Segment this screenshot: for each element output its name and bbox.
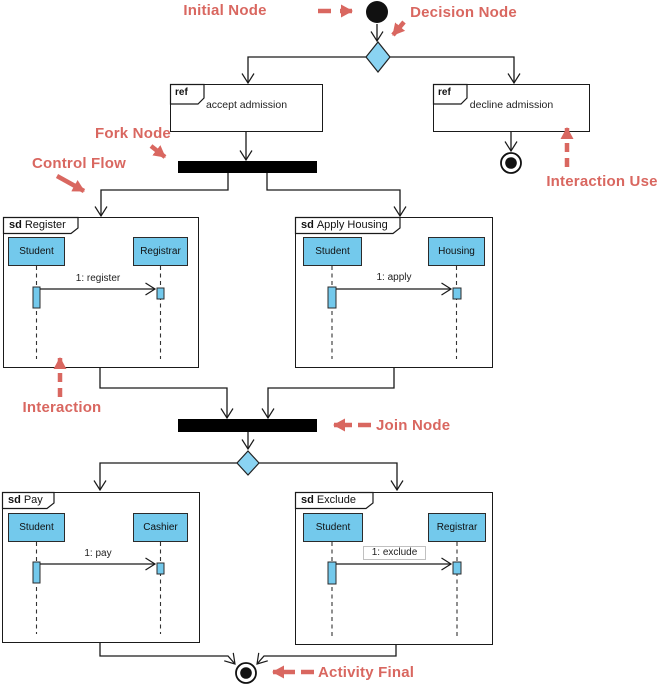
lifeline-register-student: Student (8, 237, 65, 266)
ref-tag-decline: ref (438, 87, 451, 98)
decision-node-annotation-arrow (391, 20, 406, 37)
sd-tag: sd (301, 494, 314, 506)
lifeline-label: Cashier (143, 522, 178, 533)
fork-node (178, 161, 317, 173)
activation-register-registrar (156, 287, 165, 300)
pentagon-sd-exclude (294, 491, 374, 510)
sd-name: Exclude (316, 494, 356, 506)
control-flow-annotation-arrow (55, 174, 86, 193)
decision-node-label: Decision Node (410, 4, 517, 21)
decision-node (365, 41, 391, 73)
interaction-use-label: Interaction Use (546, 173, 658, 190)
flow-fork-to-apply-housing (266, 173, 407, 218)
flow-apply-housing-to-join (261, 368, 395, 420)
merge-node (236, 450, 260, 476)
activation-housing-housing (452, 287, 462, 300)
sd-frame-pay (2, 492, 200, 643)
control-flow-label: Control Flow (31, 155, 127, 172)
lifeline-housing-housing: Housing (428, 237, 485, 266)
sd-frame-exclude (295, 492, 493, 645)
flow-decision-to-decline (390, 56, 521, 85)
sd-name: Apply Housing (316, 219, 388, 231)
activity-final-node-top-inner (505, 157, 517, 169)
message-label-register: 1: register (75, 273, 121, 284)
flow-merge-to-pay (93, 462, 237, 492)
ref-tag-accept: ref (175, 87, 188, 98)
lifeline-register-registrar: Registrar (133, 237, 188, 266)
initial-node-label: Initial Node (183, 2, 267, 19)
flow-pay-to-final (99, 643, 236, 665)
sd-tag: sd (301, 219, 314, 231)
activation-exclude-student (327, 561, 337, 585)
activation-register-student (32, 286, 41, 309)
interaction-label: Interaction (22, 399, 102, 416)
ref-frame-decline-admission (433, 84, 590, 132)
lifeline-pay-student: Student (8, 513, 65, 542)
lifeline-housing-student: Student (303, 237, 362, 266)
message-label-apply: 1: apply (376, 272, 412, 283)
activation-exclude-registrar (452, 561, 462, 575)
pentagon-ref-decline (432, 83, 468, 105)
flow-fork-to-register (94, 173, 229, 218)
flow-register-to-join (99, 368, 234, 420)
ref-frame-accept-admission (170, 84, 323, 132)
activation-housing-student (327, 286, 337, 309)
ref-name-accept: accept admission (205, 99, 288, 111)
lifeline-pay-cashier: Cashier (133, 513, 188, 542)
flow-exclude-to-final (256, 645, 397, 665)
lifeline-label: Student (19, 246, 54, 257)
sd-tag: sd (8, 494, 21, 506)
lifeline-label: Student (315, 246, 350, 257)
lifeline-label: Student (315, 522, 351, 533)
activity-final-label: Activity Final (318, 664, 415, 681)
lifeline-label: Student (19, 522, 54, 533)
lifeline-label: Registrar (436, 522, 478, 533)
pentagon-sd-apply-housing (294, 216, 401, 235)
lifeline-label: Housing (438, 246, 475, 257)
sd-frame-register (3, 217, 199, 368)
message-label-pay: 1: pay (84, 548, 112, 559)
fork-node-label: Fork Node (95, 125, 171, 142)
flow-merge-to-exclude (259, 462, 404, 492)
join-node-label: Join Node (376, 417, 451, 434)
activity-final-node-bottom-inner (240, 667, 252, 679)
message-label-exclude: 1: exclude (363, 546, 426, 560)
fork-node-annotation-arrow (149, 144, 167, 159)
activation-pay-cashier (156, 562, 165, 575)
sd-name: Register (24, 219, 66, 231)
pentagon-sd-pay (1, 491, 55, 510)
ref-name-decline: decline admission (469, 99, 554, 111)
lifeline-label: Registrar (140, 246, 181, 257)
activation-pay-student (32, 561, 41, 584)
lifeline-exclude-student: Student (303, 513, 363, 542)
join-node (178, 419, 317, 432)
flow-decision-to-accept (241, 56, 366, 85)
pentagon-ref-accept (169, 83, 205, 105)
initial-node (366, 1, 388, 23)
pentagon-sd-register (2, 216, 79, 235)
lifeline-exclude-registrar: Registrar (428, 513, 486, 542)
sd-name: Pay (23, 494, 43, 506)
sd-tag: sd (9, 219, 22, 231)
